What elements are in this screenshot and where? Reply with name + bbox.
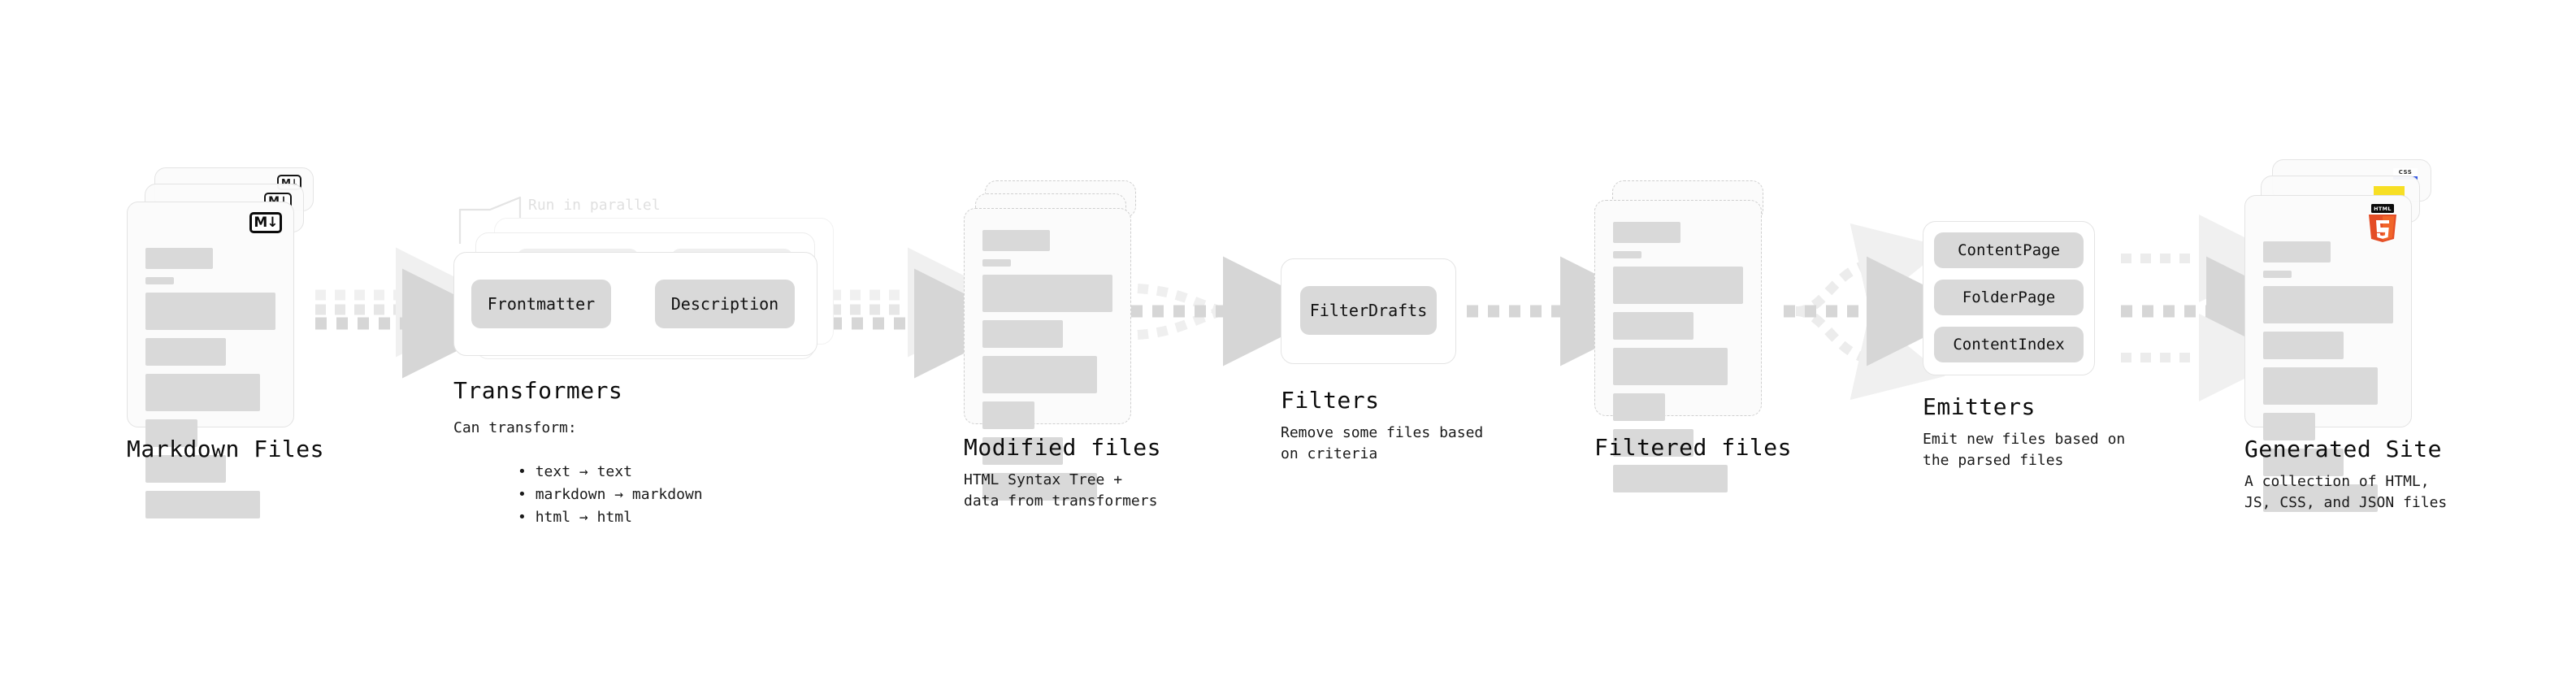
modified-card-skeleton — [965, 209, 1130, 501]
emitter-step-label: ContentIndex — [1953, 336, 2065, 354]
modified-files-title: Modified files — [964, 434, 1162, 461]
markdown-files-title: Markdown Files — [127, 436, 325, 462]
modified-card-front — [964, 208, 1131, 501]
emitters-subtitle: Emit new files based on the parsed files — [1923, 431, 2126, 470]
emitter-step-contentpage[interactable]: ContentPage — [1934, 232, 2084, 268]
transformer-step-description[interactable]: Description — [655, 280, 795, 328]
modified-card-stack — [964, 180, 1143, 501]
markdown-card-stack: M↓ M↓ M↓ — [127, 167, 314, 518]
emitters-title: Emitters — [1923, 393, 2036, 420]
stage-markdown-files: M↓ M↓ M↓ Markdown Files — [127, 167, 324, 518]
transformer-step-frontmatter[interactable]: Frontmatter — [471, 280, 611, 328]
generated-site-subtitle: A collection of HTML, JS, CSS, and JSON … — [2244, 473, 2448, 512]
site-card-stack: CSS HTML — [2244, 159, 2431, 512]
transformers-subtitle-head: Can transform: — [453, 419, 577, 436]
bullet-glyph: • — [518, 509, 536, 527]
stage-generated-site: CSS HTML — [2244, 159, 2447, 512]
emitter-step-contentindex[interactable]: ContentIndex — [1934, 327, 2084, 362]
transformer-bullet-0: • text → text — [465, 440, 632, 504]
arrow-emitters-to-site — [2121, 215, 2316, 401]
filtered-files-title: Filtered files — [1594, 434, 1793, 461]
stage-filtered-files: Filtered files — [1594, 180, 1792, 492]
bullet-text: text → text — [535, 463, 632, 481]
bullet-glyph: • — [518, 486, 536, 504]
emitter-step-label: ContentPage — [1958, 241, 2060, 259]
filters-title: Filters — [1281, 387, 1380, 414]
transformer-step-label: Description — [670, 294, 779, 314]
arrow-modified-to-filters — [1131, 256, 1333, 367]
bullet-glyph: • — [518, 463, 536, 481]
emitter-step-label: FolderPage — [1962, 288, 2056, 306]
bullet-text: markdown → markdown — [535, 486, 703, 504]
stage-modified-files: Modified files HTML Syntax Tree + data f… — [964, 180, 1161, 510]
filters-subtitle: Remove some files based on criteria — [1281, 424, 1484, 463]
emitter-step-folderpage[interactable]: FolderPage — [1934, 280, 2084, 315]
bullet-text: html → html — [535, 509, 632, 527]
arrow-transformers-to-modified — [830, 247, 1024, 379]
filter-step-filterdrafts[interactable]: FilterDrafts — [1300, 286, 1437, 335]
markdown-card-skeleton — [128, 202, 293, 518]
generated-site-title: Generated Site — [2244, 436, 2443, 462]
site-card-front: HTML — [2244, 195, 2412, 512]
transformer-bullet-1: • markdown → markdown — [465, 463, 703, 527]
arrow-markdown-to-transformers — [315, 247, 512, 379]
filtered-card-front — [1594, 200, 1762, 492]
transformer-bullet-2: • html → html — [465, 486, 632, 549]
transformer-step-label: Frontmatter — [487, 294, 596, 314]
filtered-card-skeleton — [1595, 201, 1761, 492]
modified-files-subtitle: HTML Syntax Tree + data from transformer… — [964, 471, 1158, 510]
arrow-filtered-to-emitters — [1784, 223, 1976, 401]
markdown-logo-icon: M↓ — [249, 212, 282, 233]
transformers-title: Transformers — [453, 377, 623, 404]
site-card-skeleton — [2245, 196, 2411, 512]
svg-text:HTML: HTML — [2374, 206, 2392, 212]
html5-logo-icon: HTML — [2366, 204, 2400, 243]
filtered-card-stack — [1594, 180, 1773, 492]
filter-step-label: FilterDrafts — [1309, 301, 1428, 320]
markdown-card-front: M↓ — [127, 202, 294, 518]
run-in-parallel-label: Run in parallel — [528, 197, 661, 214]
